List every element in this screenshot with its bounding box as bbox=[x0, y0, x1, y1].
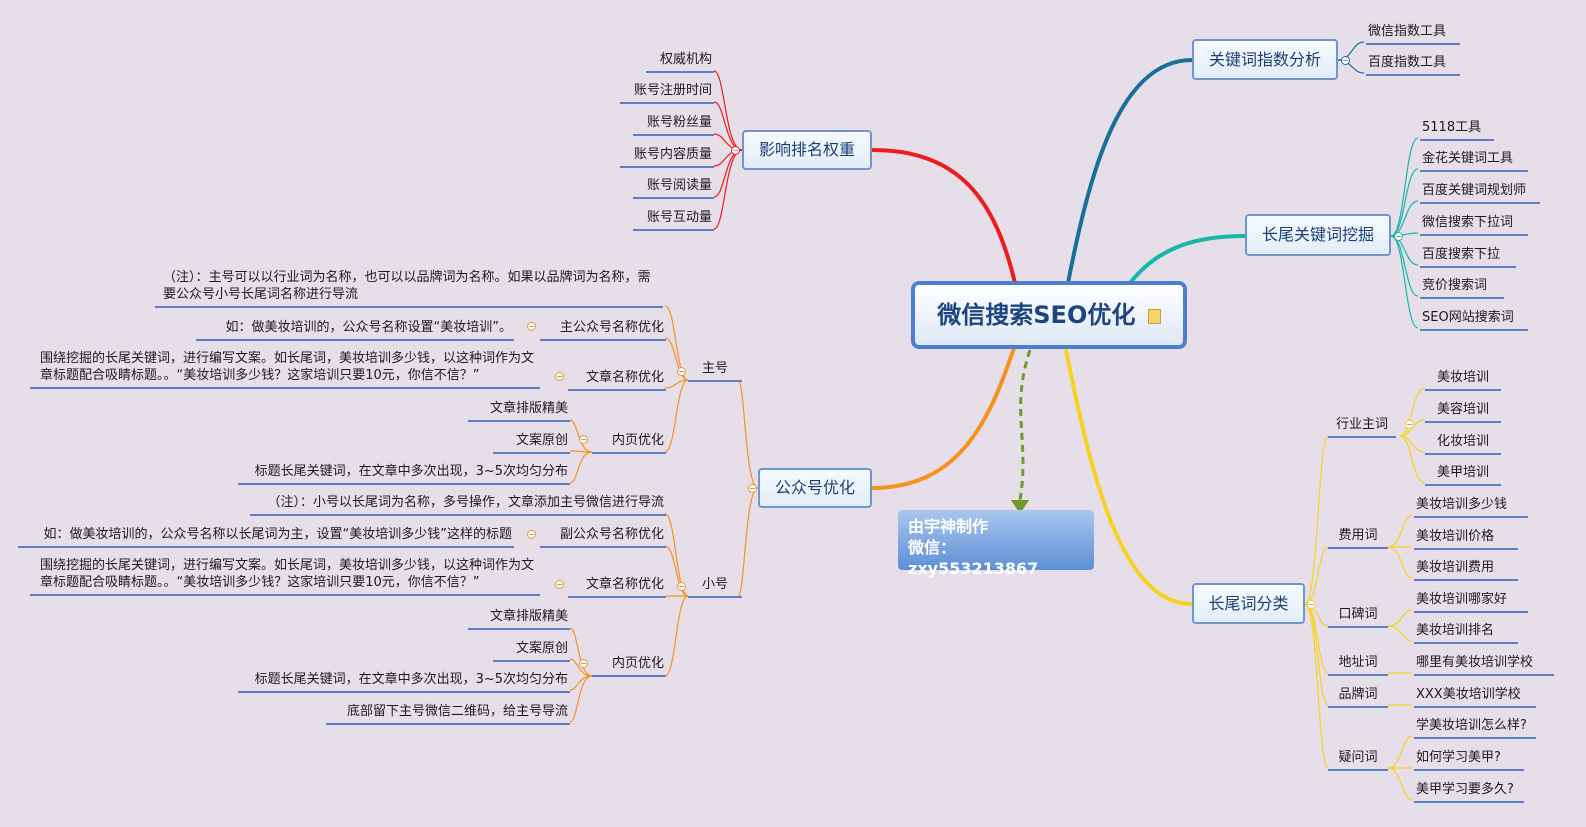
topic-longtail-mining[interactable]: 长尾关键词挖掘 bbox=[1245, 214, 1391, 256]
collapse-icon[interactable]: − bbox=[555, 372, 564, 381]
leaf-keyword-0: 微信指数工具 bbox=[1366, 23, 1460, 45]
class-cost-0: 美妆培训多少钱 bbox=[1414, 496, 1528, 518]
collapse-icon[interactable]: − bbox=[527, 322, 536, 331]
branch-class bbox=[1063, 344, 1193, 606]
sub-article-opt[interactable]: 文章名称优化 bbox=[568, 576, 666, 598]
leaf-mining-6: SEO网站搜索词 bbox=[1420, 309, 1528, 331]
leaf-ranking-2: 账号粉丝量 bbox=[633, 114, 714, 136]
topic-keyword-index[interactable]: 关键词指数分析 bbox=[1192, 39, 1338, 80]
leaf-ranking-1: 账号注册时间 bbox=[620, 82, 714, 104]
leaf-ranking-0: 权威机构 bbox=[646, 51, 714, 73]
sub-name-detail: 如：做美妆培训的，公众号名称以长尾词为主，设置“美妆培训多少钱”这样的标题 bbox=[18, 526, 514, 548]
main-inner-opt[interactable]: 内页优化 bbox=[592, 432, 666, 454]
main-name-detail: 如：做美妆培训的，公众号名称设置“美妆培训”。 bbox=[196, 319, 514, 341]
leaf-mining-4: 百度搜索下拉 bbox=[1420, 246, 1516, 268]
class-group-industry[interactable]: 行业主词 bbox=[1328, 416, 1396, 438]
collapse-icon[interactable]: − bbox=[731, 146, 740, 155]
topic-ranking-weight[interactable]: 影响排名权重 bbox=[742, 130, 872, 170]
sub-inner-0: 文章排版精美 bbox=[468, 608, 570, 630]
sub-name-opt[interactable]: 副公众号名称优化 bbox=[540, 526, 666, 548]
collapse-icon[interactable]: − bbox=[555, 580, 564, 589]
main-article-detail: 围绕挖掘的长尾关键词，进行编写文案。如长尾词，美妆培训多少钱，以这种词作为文章标… bbox=[30, 350, 540, 389]
leaf-mining-2: 百度关键词规划师 bbox=[1420, 182, 1540, 204]
class-group-brand[interactable]: 品牌词 bbox=[1328, 686, 1388, 708]
main-note: （注）：主号可以以行业词为名称，也可以以品牌词为名称。如果以品牌词为名称，需要公… bbox=[155, 269, 663, 308]
credit-box: 由宇神制作 微信：zxy553213867 bbox=[898, 510, 1094, 578]
main-account-node[interactable]: 主号 bbox=[688, 360, 742, 382]
main-inner-0: 文章排版精美 bbox=[468, 400, 570, 422]
collapse-icon[interactable]: − bbox=[579, 659, 588, 668]
topic-account-opt[interactable]: 公众号优化 bbox=[758, 468, 872, 508]
root-topic[interactable]: 微信搜索SEO优化 bbox=[911, 281, 1187, 349]
main-inner-2: 标题长尾关键词，在文章中多次出现，3~5次均匀分布 bbox=[238, 463, 570, 485]
class-address-0: 哪里有美妆培训学校 bbox=[1414, 654, 1554, 676]
class-reputation-0: 美妆培训哪家好 bbox=[1414, 591, 1528, 613]
collapse-icon[interactable]: − bbox=[1405, 420, 1414, 429]
sub-inner-2: 标题长尾关键词，在文章中多次出现，3~5次均匀分布 bbox=[238, 671, 570, 693]
branch-account bbox=[871, 344, 1017, 490]
leaf-ranking-3: 账号内容质量 bbox=[620, 146, 714, 168]
sub-inner-3: 底部留下主号微信二维码，给主号导流 bbox=[326, 703, 570, 725]
collapse-icon[interactable]: − bbox=[1341, 56, 1350, 65]
class-group-cost[interactable]: 费用词 bbox=[1328, 527, 1388, 549]
collapse-icon[interactable]: − bbox=[1307, 600, 1316, 609]
topic-longtail-class[interactable]: 长尾词分类 bbox=[1192, 583, 1305, 624]
leaf-ranking-5: 账号互动量 bbox=[633, 209, 714, 231]
class-industry-2: 化妆培训 bbox=[1425, 433, 1501, 455]
leaf-mining-3: 微信搜索下拉词 bbox=[1420, 214, 1528, 236]
class-reputation-1: 美妆培训排名 bbox=[1414, 622, 1518, 644]
sub-inner-opt[interactable]: 内页优化 bbox=[592, 655, 666, 677]
collapse-icon[interactable]: − bbox=[748, 484, 757, 493]
leaf-keyword-1: 百度指数工具 bbox=[1366, 54, 1460, 76]
credit-arrowhead bbox=[1011, 500, 1029, 514]
credit-line2: 微信：zxy553213867 bbox=[908, 538, 1039, 578]
sub-account-node[interactable]: 小号 bbox=[688, 576, 742, 598]
sub-inner-1: 文案原创 bbox=[493, 640, 570, 662]
root-title: 微信搜索SEO优化 bbox=[937, 301, 1136, 329]
collapse-icon[interactable]: − bbox=[677, 582, 686, 591]
collapse-icon[interactable]: − bbox=[1394, 232, 1403, 241]
class-brand-0: XXX美妆培训学校 bbox=[1414, 686, 1536, 708]
class-industry-1: 美容培训 bbox=[1425, 401, 1501, 423]
class-group-question[interactable]: 疑问词 bbox=[1328, 749, 1388, 771]
class-question-0: 学美妆培训怎么样? bbox=[1414, 717, 1536, 739]
note-icon bbox=[1147, 308, 1161, 324]
credit-arrow bbox=[1018, 349, 1032, 501]
main-name-opt[interactable]: 主公众号名称优化 bbox=[540, 319, 666, 341]
class-group-reputation[interactable]: 口碑词 bbox=[1328, 606, 1388, 628]
class-cost-2: 美妆培训费用 bbox=[1414, 559, 1518, 581]
class-industry-3: 美甲培训 bbox=[1425, 464, 1501, 486]
main-inner-1: 文案原创 bbox=[493, 432, 570, 454]
leaf-mining-5: 竞价搜索词 bbox=[1420, 277, 1504, 299]
leaf-ranking-4: 账号阅读量 bbox=[633, 177, 714, 199]
class-group-address[interactable]: 地址词 bbox=[1328, 654, 1388, 676]
main-article-opt[interactable]: 文章名称优化 bbox=[568, 369, 666, 391]
class-cost-1: 美妆培训价格 bbox=[1414, 528, 1518, 550]
collapse-icon[interactable]: − bbox=[527, 530, 536, 539]
sub-article-detail: 围绕挖掘的长尾关键词，进行编写文案。如长尾词，美妆培训多少钱，以这种词作为文章标… bbox=[30, 557, 540, 596]
branch-ranking bbox=[871, 148, 1017, 284]
collapse-icon[interactable]: − bbox=[677, 367, 686, 376]
credit-line1: 由宇神制作 bbox=[908, 517, 989, 536]
sub-note: （注）：小号以长尾词为名称，多号操作，文章添加主号微信进行导流 bbox=[250, 494, 666, 516]
class-industry-0: 美妆培训 bbox=[1425, 369, 1501, 391]
branch-longtail bbox=[1128, 234, 1246, 285]
collapse-icon[interactable]: − bbox=[579, 435, 588, 444]
class-question-2: 美甲学习要多久? bbox=[1414, 781, 1524, 803]
branch-keyword bbox=[1066, 58, 1193, 284]
class-question-1: 如何学习美甲? bbox=[1414, 749, 1524, 771]
leaf-mining-0: 5118工具 bbox=[1420, 119, 1494, 141]
leaf-mining-1: 金花关键词工具 bbox=[1420, 150, 1528, 172]
